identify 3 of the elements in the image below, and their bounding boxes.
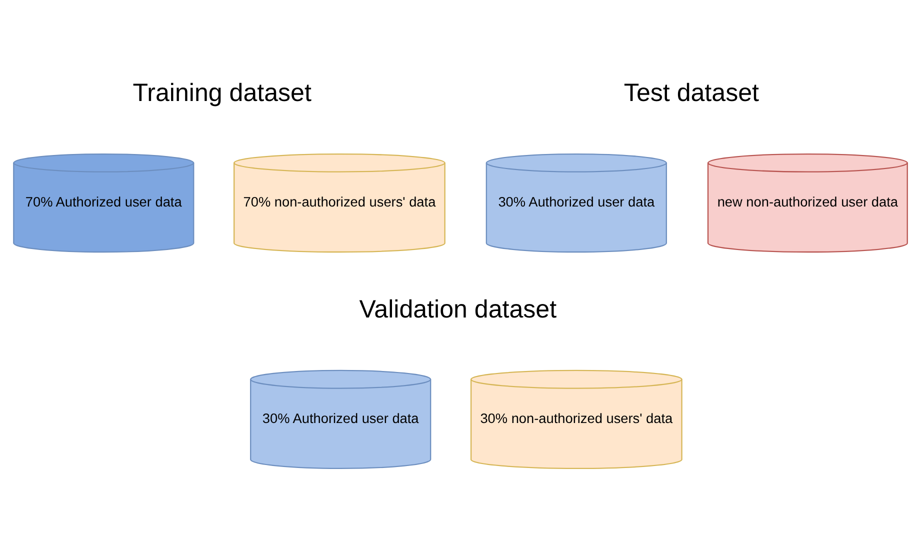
label: Training dataset — [132, 79, 312, 108]
label: Validation dataset — [359, 296, 557, 324]
label: Test dataset — [624, 79, 760, 108]
